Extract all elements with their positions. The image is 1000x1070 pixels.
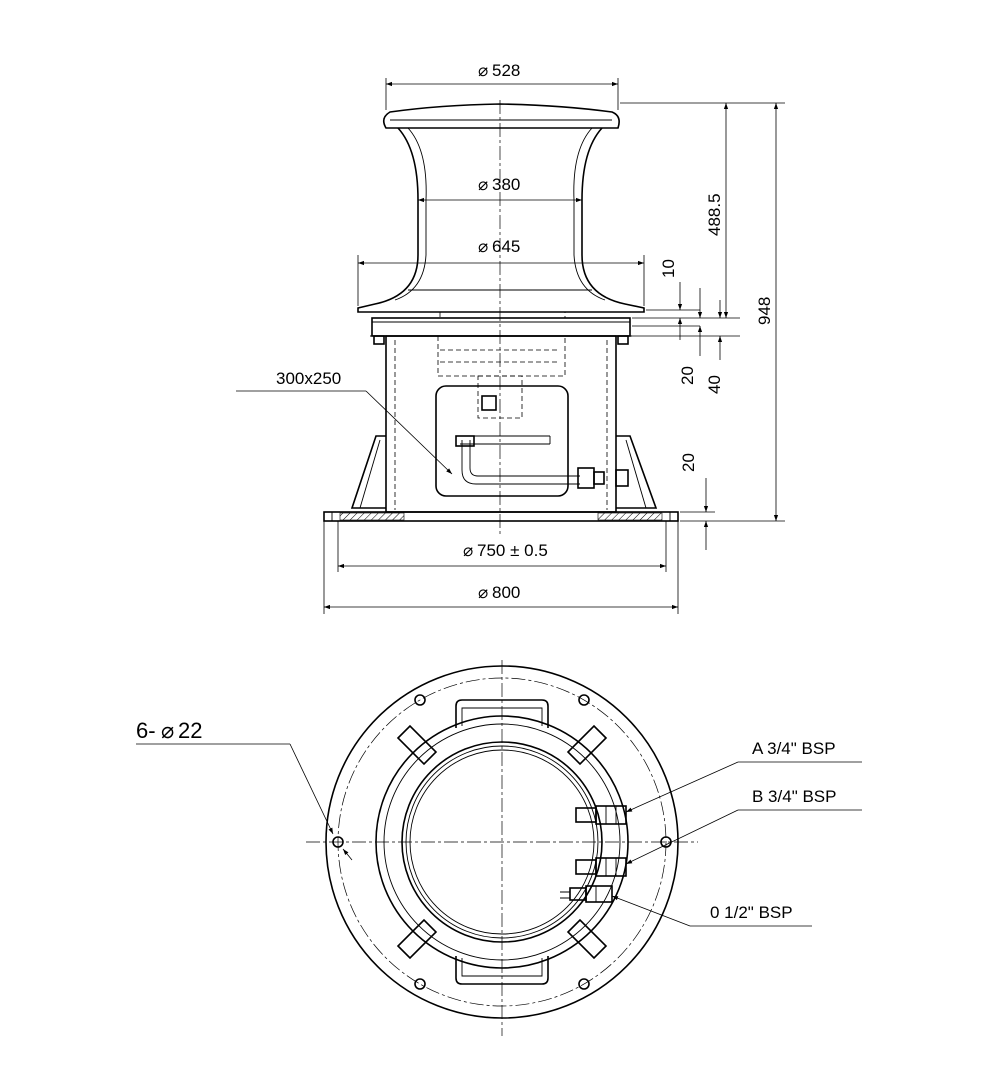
capstan-drum bbox=[357, 127, 645, 313]
svg-text:⌀: ⌀ bbox=[478, 237, 488, 256]
bolt-holes bbox=[332, 694, 672, 990]
capstan-cap bbox=[382, 103, 620, 129]
dim-528-sym: ⌀ bbox=[478, 61, 488, 80]
gusset-right bbox=[616, 435, 658, 509]
label-port-b: B 3/4" BSP bbox=[752, 787, 836, 806]
gusset-ribs bbox=[396, 724, 608, 960]
housing-outer-circle bbox=[375, 715, 629, 969]
dim-750: 750 ± 0.5 bbox=[477, 541, 548, 560]
dim-40: 40 bbox=[705, 375, 724, 394]
dim-20-plate: 20 bbox=[678, 366, 697, 385]
dim-800: 800 bbox=[492, 583, 520, 602]
svg-text:⌀: ⌀ bbox=[478, 175, 488, 194]
dim-380: 380 bbox=[492, 175, 520, 194]
label-port-a: A 3/4" BSP bbox=[752, 739, 836, 758]
dim-948: 948 bbox=[755, 297, 774, 325]
top-view: 6- ⌀ 22 A 3/4" BSP B 3/4" BSP 0 1/2" BSP bbox=[136, 660, 862, 1036]
mounting-plate bbox=[371, 317, 631, 337]
hydraulic-ports bbox=[560, 805, 627, 903]
bolt-circle bbox=[337, 677, 667, 1007]
gusset-left bbox=[350, 435, 386, 509]
label-port-o: 0 1/2" BSP bbox=[710, 903, 793, 922]
svg-text:⌀: ⌀ bbox=[478, 583, 488, 602]
inspection-window bbox=[435, 385, 569, 497]
dim-528: 528 bbox=[492, 61, 520, 80]
label-bolt-holes-dia: 22 bbox=[178, 718, 202, 743]
base-plate bbox=[323, 511, 679, 522]
svg-text:⌀: ⌀ bbox=[463, 541, 473, 560]
label-window-size: 300x250 bbox=[276, 369, 341, 388]
dim-645: 645 bbox=[492, 237, 520, 256]
handle-bottom bbox=[455, 956, 549, 985]
label-bolt-holes: 6- bbox=[136, 718, 156, 743]
side-view: ⌀ 528 ⌀ 380 ⌀ 645 ⌀ 750 ± 0.5 ⌀ 800 bbox=[236, 61, 785, 614]
base-outer-circle bbox=[325, 665, 679, 1019]
svg-text:⌀: ⌀ bbox=[161, 718, 174, 743]
drum-circle bbox=[401, 741, 603, 943]
handle-top bbox=[455, 699, 549, 728]
dim-10: 10 bbox=[659, 259, 678, 278]
dim-20-base: 20 bbox=[679, 453, 698, 472]
dim-488-5: 488.5 bbox=[705, 193, 724, 236]
